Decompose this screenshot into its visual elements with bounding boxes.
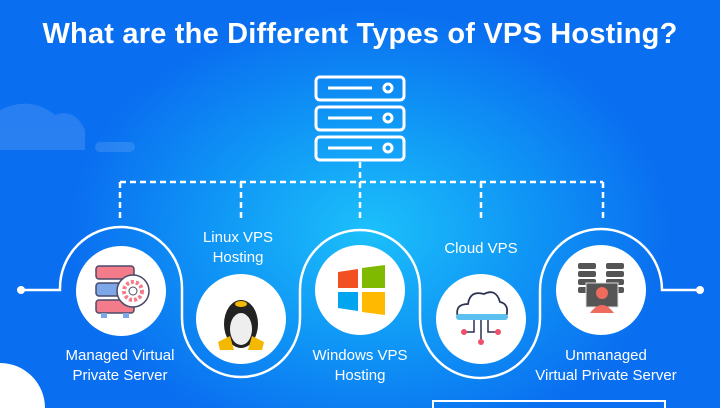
linux-penguin-icon: [218, 300, 264, 350]
bottom-box: [432, 400, 666, 408]
cloud-network-icon: [456, 291, 509, 345]
start-dot: [17, 286, 25, 294]
managed-server-gear-icon: [95, 265, 150, 318]
unmanaged-server-user-icon: [578, 263, 624, 313]
serpentine-line: [21, 225, 700, 380]
cloud-vps-circle: [436, 274, 526, 364]
label-cloud: Cloud VPS: [444, 240, 518, 257]
corner-circle-decoration: [0, 363, 45, 408]
end-dot: [696, 286, 704, 294]
unmanaged-vps-circle: [556, 245, 646, 335]
dashed-connector: [118, 162, 605, 222]
linux-vps-circle: [196, 274, 286, 364]
windows-vps-circle: [315, 245, 405, 335]
server-rack-icon: [314, 75, 406, 162]
windows-logo-icon: [338, 265, 385, 315]
page-title: What are the Different Types of VPS Host…: [42, 18, 678, 50]
managed-vps-circle: [76, 246, 166, 336]
cloud-decoration-icon: [0, 103, 135, 152]
